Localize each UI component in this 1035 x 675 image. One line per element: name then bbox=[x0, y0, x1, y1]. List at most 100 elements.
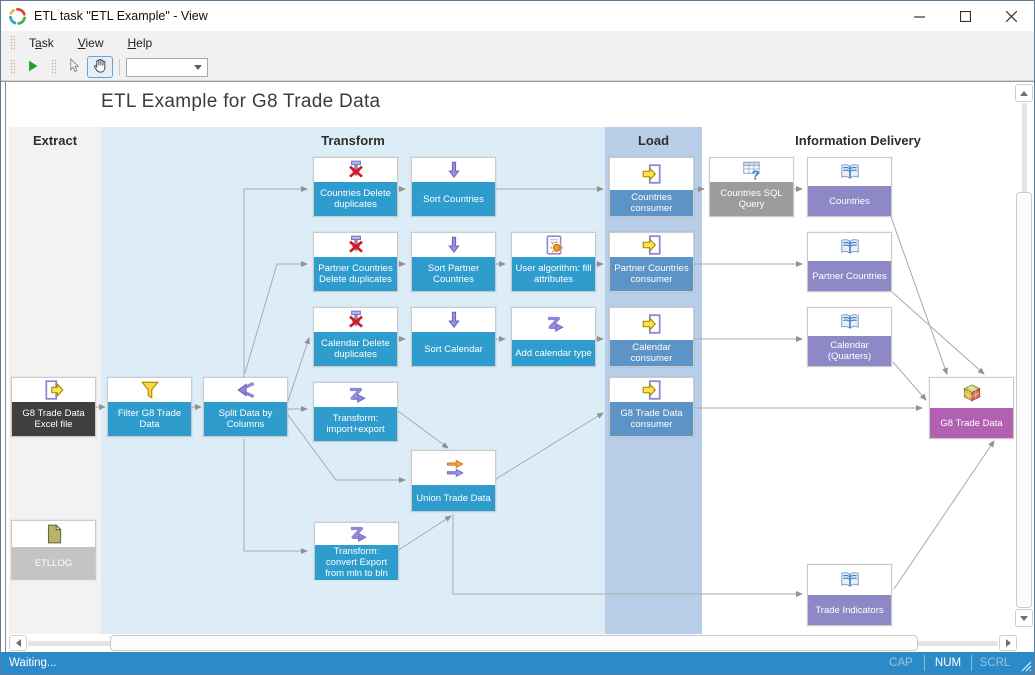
menu-item-label: V bbox=[77, 35, 86, 50]
menu-item-task[interactable]: Task bbox=[20, 33, 63, 53]
node-calendar-consumer[interactable]: Calendar consumer bbox=[609, 307, 694, 367]
union-icon bbox=[412, 451, 495, 485]
delete-duplicates-icon bbox=[314, 158, 397, 182]
menu-item-view[interactable]: View bbox=[69, 33, 113, 53]
menu-item-label: elp bbox=[136, 35, 153, 50]
status-indicator-num: NUM bbox=[934, 657, 962, 669]
node-label: G8 Trade Data bbox=[930, 408, 1013, 438]
band-header: Transform bbox=[321, 133, 385, 148]
node-g8-consumer[interactable]: G8 Trade Data consumer bbox=[609, 377, 694, 437]
band-header: Information Delivery bbox=[795, 133, 921, 148]
node-label: Add calendar type bbox=[512, 340, 595, 366]
cube-icon bbox=[930, 378, 1013, 408]
pan-tool-button[interactable] bbox=[87, 56, 113, 78]
node-add-calendar-type[interactable]: Add calendar type bbox=[511, 307, 596, 367]
menu-bar: Task View Help bbox=[1, 31, 1034, 54]
node-countries-sql-query[interactable]: ?Countries SQL Query bbox=[709, 157, 794, 217]
canvas[interactable]: ETL Example for G8 Trade Data G8 Trade D… bbox=[1, 81, 1034, 652]
node-label: Filter G8 Trade Data bbox=[108, 402, 191, 436]
book-icon bbox=[808, 308, 891, 336]
svg-text:?: ? bbox=[751, 167, 759, 181]
node-label: Countries SQL Query bbox=[710, 182, 793, 216]
node-sort-partner[interactable]: Sort Partner Countries bbox=[411, 232, 496, 292]
node-etllog[interactable]: ETLLOG bbox=[11, 520, 96, 580]
log-file-icon bbox=[12, 521, 95, 547]
close-button[interactable] bbox=[988, 1, 1034, 31]
node-label: Calendar Delete duplicates bbox=[314, 332, 397, 366]
select-tool-button[interactable] bbox=[61, 56, 87, 78]
consumer-icon bbox=[610, 158, 693, 190]
sort-icon bbox=[412, 308, 495, 332]
node-countries-consumer[interactable]: Countries consumer bbox=[609, 157, 694, 217]
maximize-button[interactable] bbox=[942, 1, 988, 31]
node-label: Transform: convert Export from mln to bl… bbox=[315, 545, 398, 580]
transform-icon bbox=[512, 308, 595, 340]
node-partner-dd[interactable]: Partner Countries Delete duplicates bbox=[313, 232, 398, 292]
node-label: Partner Countries Delete duplicates bbox=[314, 257, 397, 291]
minimize-button[interactable] bbox=[896, 1, 942, 31]
menu-item-help[interactable]: Help bbox=[119, 33, 162, 53]
toolbar-grip bbox=[10, 59, 15, 75]
node-label: Union Trade Data bbox=[412, 485, 495, 511]
vscroll-up-button[interactable] bbox=[1015, 84, 1033, 102]
hscroll-thumb[interactable] bbox=[110, 635, 918, 651]
run-task-button[interactable] bbox=[20, 56, 46, 78]
node-transform-convert[interactable]: Transform: convert Export from mln to bl… bbox=[314, 522, 399, 580]
vscroll-track[interactable] bbox=[1022, 103, 1027, 192]
sort-icon bbox=[412, 233, 495, 257]
node-transform-import-export[interactable]: Transform: import+export bbox=[313, 382, 398, 442]
node-label: G8 Trade Data Excel file bbox=[12, 402, 95, 436]
node-filter[interactable]: Filter G8 Trade Data bbox=[107, 377, 192, 437]
menu-item-label: T bbox=[29, 35, 35, 50]
node-partner-countries[interactable]: Partner Countries bbox=[807, 232, 892, 292]
node-calendar-quarters[interactable]: Calendar (Quarters) bbox=[807, 307, 892, 367]
node-countries[interactable]: Countries bbox=[807, 157, 892, 217]
node-label: Calendar consumer bbox=[610, 340, 693, 366]
menu-grip bbox=[10, 34, 15, 51]
node-g8-trade-data-cube[interactable]: G8 Trade Data bbox=[929, 377, 1014, 439]
sort-icon bbox=[412, 158, 495, 182]
node-label: User algorithm: fill attributes bbox=[512, 257, 595, 291]
node-label: Sort Partner Countries bbox=[412, 257, 495, 291]
status-indicator-scrl: SCRL bbox=[979, 657, 1011, 669]
arrow-left-icon bbox=[15, 639, 21, 647]
node-union-trade-data[interactable]: Union Trade Data bbox=[411, 450, 496, 512]
book-icon bbox=[808, 565, 891, 595]
vscroll-down-button[interactable] bbox=[1015, 609, 1033, 627]
toolbar-separator bbox=[119, 58, 120, 76]
node-excel-file[interactable]: G8 Trade Data Excel file bbox=[11, 377, 96, 437]
resize-grip[interactable] bbox=[1018, 652, 1034, 674]
status-message: Waiting... bbox=[9, 657, 57, 669]
node-label: Transform: import+export bbox=[314, 407, 397, 441]
toolbar bbox=[1, 54, 1034, 81]
node-calendar-dd[interactable]: Calendar Delete duplicates bbox=[313, 307, 398, 367]
node-trade-indicators[interactable]: Trade Indicators bbox=[807, 564, 892, 626]
hand-icon bbox=[92, 57, 109, 77]
node-label: ETLLOG bbox=[12, 547, 95, 579]
node-label: Countries bbox=[808, 186, 891, 216]
delete-duplicates-icon bbox=[314, 233, 397, 257]
status-separator bbox=[971, 655, 972, 671]
node-split[interactable]: Split Data by Columns bbox=[203, 377, 288, 437]
hscroll-right-button[interactable] bbox=[999, 635, 1017, 651]
menu-item-label: a bbox=[35, 35, 42, 50]
funnel-icon bbox=[108, 378, 191, 402]
zoom-combobox[interactable] bbox=[126, 57, 208, 77]
book-icon bbox=[808, 158, 891, 186]
node-sort-calendar[interactable]: Sort Calendar bbox=[411, 307, 496, 367]
node-partner-consumer[interactable]: Partner Countries consumer bbox=[609, 232, 694, 292]
consumer-icon bbox=[610, 233, 693, 257]
hscroll-left-button[interactable] bbox=[9, 635, 27, 651]
arrow-right-icon bbox=[1005, 639, 1011, 647]
node-user-algorithm[interactable]: User algorithm: fill attributes bbox=[511, 232, 596, 292]
node-countries-dd[interactable]: Countries Delete duplicates bbox=[313, 157, 398, 217]
book-icon bbox=[808, 233, 891, 261]
window-title: ETL task "ETL Example" - View bbox=[34, 9, 208, 23]
node-label: Calendar (Quarters) bbox=[808, 336, 891, 366]
app-logo-icon bbox=[8, 7, 27, 26]
vscroll-thumb[interactable] bbox=[1016, 192, 1032, 608]
node-sort-countries[interactable]: Sort Countries bbox=[411, 157, 496, 217]
export-file-icon bbox=[12, 378, 95, 402]
